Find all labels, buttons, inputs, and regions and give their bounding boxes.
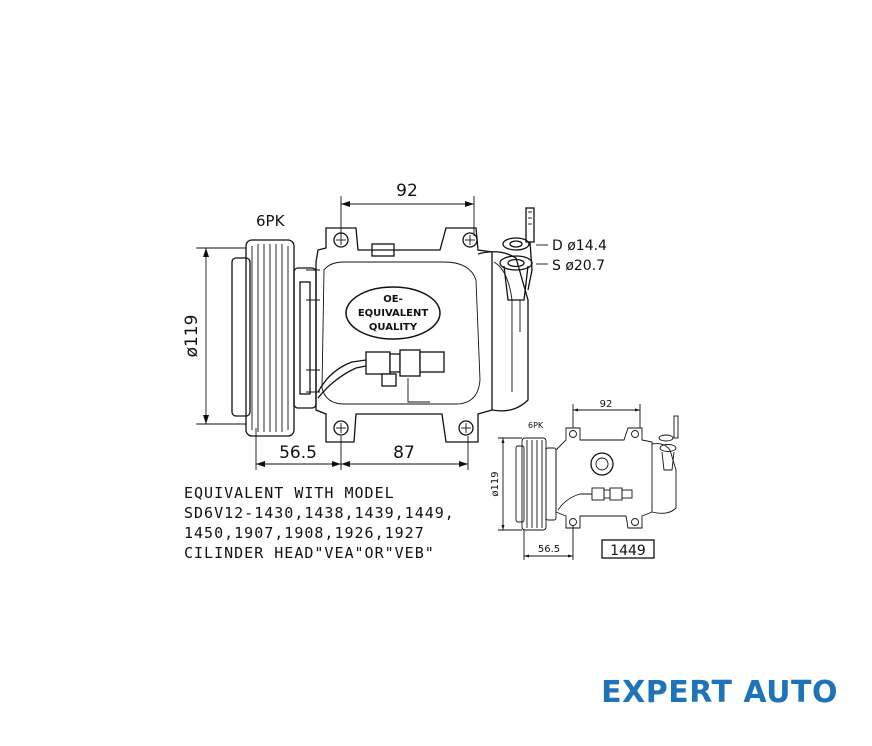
- note-line-4: CILINDER HEAD"VEA"OR"VEB": [184, 544, 435, 562]
- port-fittings: [499, 207, 548, 332]
- badge-line-1: OE-: [383, 294, 402, 305]
- oe-quality-badge: OE- EQUIVALENT QUALITY: [345, 286, 441, 340]
- dim-diameter-119: ø119: [182, 315, 202, 358]
- pulley-label-6pk: 6PK: [256, 212, 286, 230]
- equivalence-notes: EQUIVALENT WITH MODEL SD6V12-1430,1438,1…: [184, 484, 455, 562]
- main-compressor-drawing: OE- EQUIVALENT QUALITY 92 6PK ø1: [182, 181, 607, 470]
- note-line-2: SD6V12-1430,1438,1439,1449,: [184, 504, 455, 522]
- dim-left-56-5: 56.5: [279, 443, 317, 463]
- badge-line-3: QUALITY: [369, 322, 418, 333]
- part-number-box: 1449: [610, 543, 646, 559]
- small-dim-diameter-119: ø119: [490, 471, 501, 496]
- note-line-1: EQUIVALENT WITH MODEL: [184, 484, 395, 502]
- small-compressor-drawing: 92 6PK ø119 56.5 1449: [490, 399, 679, 560]
- dim-bottom-87: 87: [393, 443, 415, 463]
- port-d-label: D ø14.4: [552, 238, 607, 254]
- brand-logo: EXPERT AUTO: [601, 675, 838, 710]
- small-dim-top-92: 92: [600, 399, 613, 410]
- port-s-label: S ø20.7: [552, 258, 605, 274]
- electrical-connector: [317, 349, 445, 403]
- note-line-3: 1450,1907,1908,1926,1927: [184, 524, 425, 542]
- dim-top-92: 92: [396, 181, 418, 201]
- small-pulley-label-6pk: 6PK: [528, 421, 544, 430]
- small-dim-left-56-5: 56.5: [538, 544, 560, 555]
- badge-line-2: EQUIVALENT: [358, 308, 429, 319]
